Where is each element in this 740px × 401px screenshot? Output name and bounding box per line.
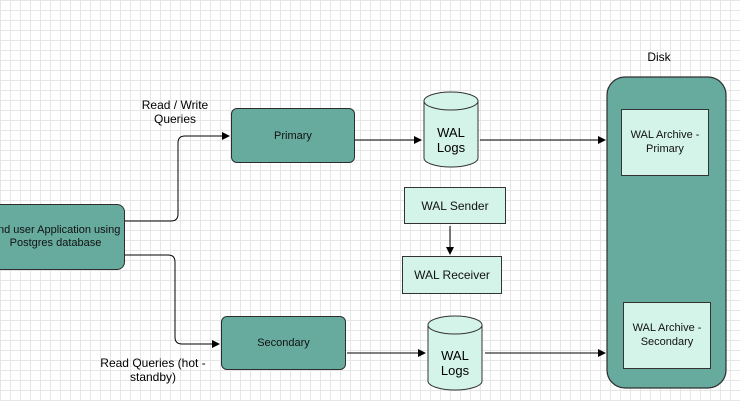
wal-archive-primary-node: WAL Archive - Primary: [621, 109, 709, 176]
read-queries-label: Read Queries (hot - standby): [100, 356, 206, 384]
edge-client-to-primary: [125, 132, 230, 222]
wal-logs-top-cylinder: [423, 91, 479, 168]
edge-client-to-secondary: [125, 254, 220, 348]
wal-archive-secondary-node: WAL Archive - Secondary: [623, 302, 711, 369]
wal-logs-top-label: WAL Logs: [436, 125, 466, 155]
primary-node: Primary: [231, 108, 355, 163]
wal-logs-bottom-cylinder: [427, 315, 483, 391]
client-application-label: End user Application using Postgres data…: [0, 223, 121, 249]
read-write-queries-label: Read / Write Queries: [141, 98, 209, 126]
wal-receiver-node: WAL Receiver: [402, 256, 502, 294]
secondary-node: Secondary: [221, 316, 346, 370]
wal-logs-bottom-label: WAL Logs: [440, 348, 470, 378]
disk-title: Disk: [647, 50, 671, 64]
client-application-node: End user Application using Postgres data…: [0, 204, 125, 270]
wal-sender-node: WAL Sender: [404, 187, 506, 224]
